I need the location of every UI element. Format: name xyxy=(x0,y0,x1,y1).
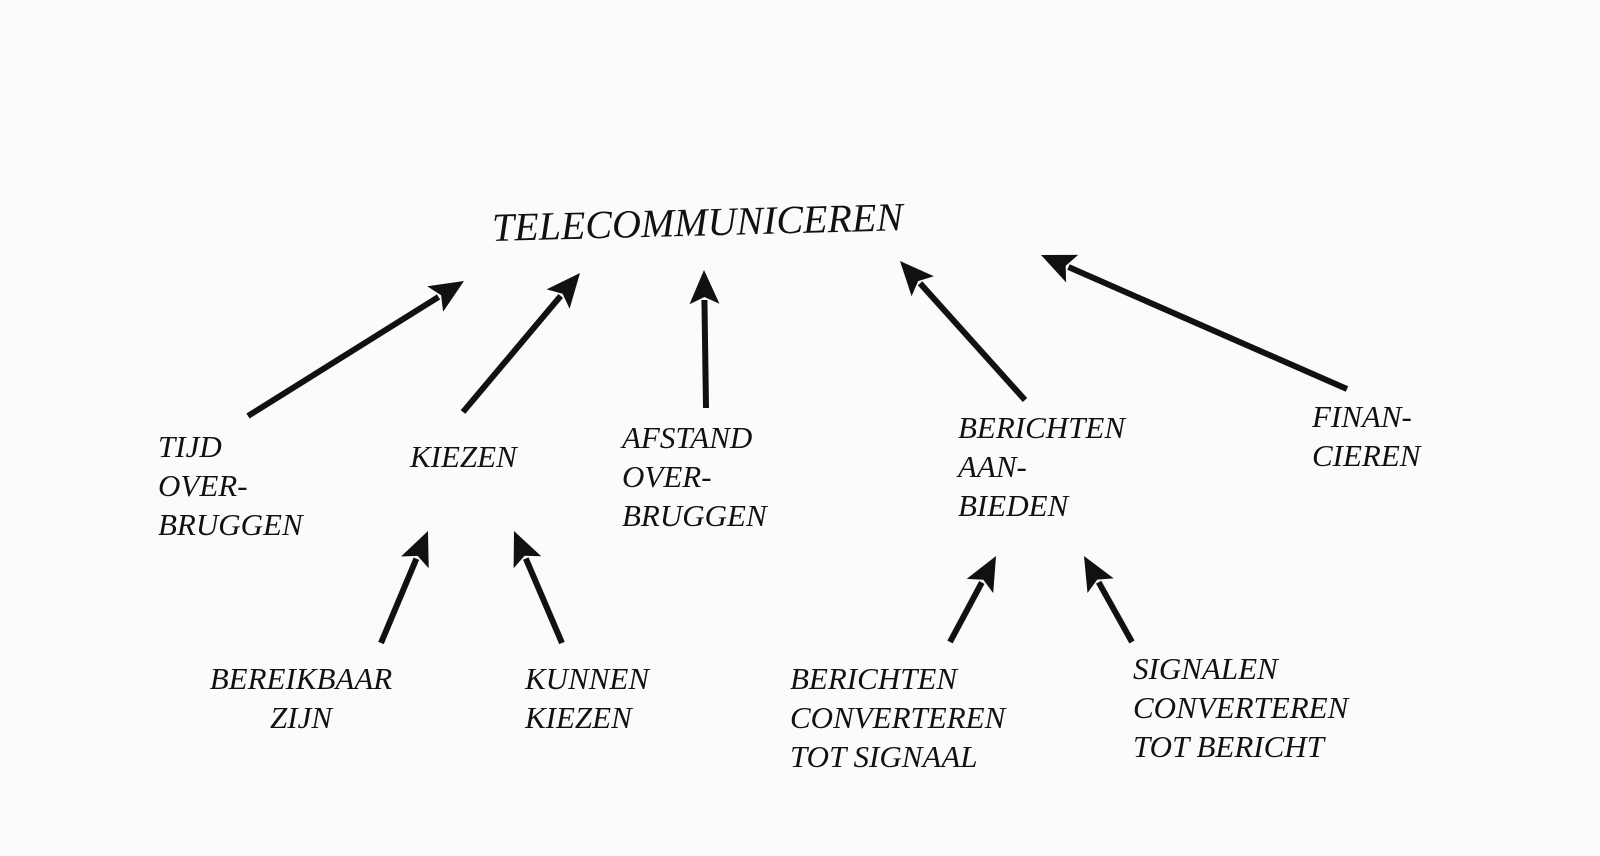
node-line: KIEZEN xyxy=(410,439,517,474)
node-kiezen: KIEZEN xyxy=(410,437,517,476)
node-line: CONVERTEREN xyxy=(1133,690,1349,725)
arrowhead xyxy=(1084,556,1114,593)
node-line: ZIJN xyxy=(270,700,332,735)
arrow-shaft xyxy=(1096,580,1135,644)
node-line: KIEZEN xyxy=(525,700,632,735)
node-bereikbaar-zijn: BEREIKBAAR ZIJN xyxy=(208,659,394,737)
node-line: OVER- xyxy=(158,468,248,503)
node-line: OVER- xyxy=(622,459,712,494)
node-line: CONVERTEREN xyxy=(790,700,1006,735)
node-financieren: FINAN- CIEREN xyxy=(1312,397,1421,475)
node-berichten-aanbieden: BERICHTEN AAN- BIEDEN xyxy=(958,408,1125,525)
node-line: TOT SIGNAAL xyxy=(790,739,978,774)
arrow-kunnen-to-kiezen xyxy=(513,531,565,645)
node-signalen-converteren: SIGNALEN CONVERTEREN TOT BERICHT xyxy=(1133,649,1348,766)
node-kunnen-kiezen: KUNNEN KIEZEN xyxy=(525,659,649,737)
arrowhead xyxy=(1041,254,1079,283)
arrowhead xyxy=(513,531,542,569)
node-line: AFSTAND xyxy=(622,420,753,455)
node-line: BERICHTEN xyxy=(790,661,958,696)
arrow-kiezen-to-telecommuniceren xyxy=(460,273,580,414)
arrowhead xyxy=(689,270,720,305)
arrow-sigconv-to-berichten xyxy=(1084,556,1135,644)
node-line: BRUGGEN xyxy=(158,507,303,542)
arrow-tijd-to-telecommuniceren xyxy=(246,281,464,419)
arrow-berconv-to-berichten xyxy=(947,556,996,644)
arrowhead xyxy=(900,261,934,297)
node-line: CIEREN xyxy=(1312,438,1421,473)
arrow-shaft xyxy=(460,294,563,414)
node-berichten-converteren: BERICHTEN CONVERTEREN TOT SIGNAAL xyxy=(790,659,1005,776)
arrow-shaft xyxy=(947,581,985,644)
node-line: AAN- xyxy=(958,449,1027,484)
arrow-berichten-to-telecommuniceren xyxy=(900,261,1028,403)
node-line: BIEDEN xyxy=(958,488,1069,523)
node-line: BERICHTEN xyxy=(958,410,1126,445)
arrow-bereikbaar-to-kiezen xyxy=(378,531,429,645)
arrowhead xyxy=(401,531,429,569)
arrow-shaft xyxy=(1067,264,1349,392)
arrow-shaft xyxy=(523,557,565,645)
node-tijd-overbruggen: TIJD OVER- BRUGGEN xyxy=(158,427,303,544)
arrow-shaft xyxy=(701,299,709,409)
arrow-shaft xyxy=(246,294,441,419)
arrow-financieren-to-telecommuniceren xyxy=(1041,254,1349,392)
arrow-shaft xyxy=(917,281,1028,403)
node-line: TIJD xyxy=(158,429,222,464)
arrowhead xyxy=(966,556,996,594)
node-line: SIGNALEN xyxy=(1133,651,1278,686)
node-line: BEREIKBAAR xyxy=(209,661,393,696)
node-line: BRUGGEN xyxy=(622,498,767,533)
arrow-shaft xyxy=(378,557,420,645)
arrowhead xyxy=(427,281,464,312)
node-line: FINAN- xyxy=(1312,399,1412,434)
node-line: KUNNEN xyxy=(525,661,650,696)
arrowhead xyxy=(546,273,580,309)
node-line: TOT BERICHT xyxy=(1133,729,1324,764)
arrow-afstand-to-telecommuniceren xyxy=(689,270,720,409)
node-afstand-overbruggen: AFSTAND OVER- BRUGGEN xyxy=(622,418,767,535)
